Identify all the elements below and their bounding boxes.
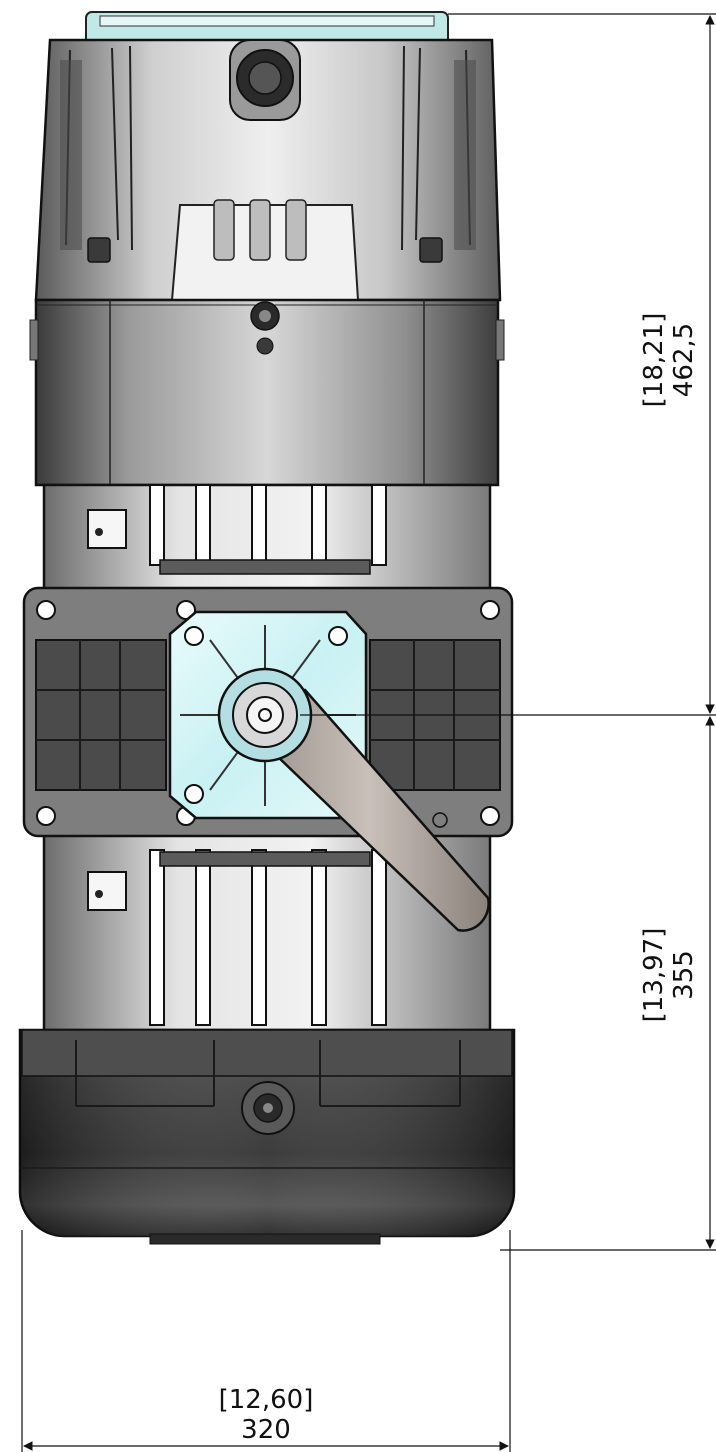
- top-boss-icon: [229, 39, 301, 121]
- width-inch-label: [12,60]: [219, 1385, 314, 1415]
- top-housing: [34, 11, 502, 302]
- bottom-height-inch-label: [13,97]: [639, 928, 669, 1023]
- central-hub-icon: [217, 667, 313, 763]
- bracket-tab-icon: [87, 509, 127, 911]
- middle-screw-icon: [250, 301, 280, 355]
- top-height-mm-label: 462,5: [669, 323, 699, 397]
- width-mm-label: 320: [241, 1415, 291, 1445]
- top-height-inch-label: [18,21]: [639, 313, 669, 408]
- dimension-lines: [21, 13, 716, 1452]
- bottom-height-mm-label: 355: [669, 950, 699, 1000]
- pump-arm: [248, 688, 490, 932]
- middle-band: [29, 298, 505, 487]
- bottom-screw-icon: [241, 1081, 295, 1135]
- bottom-cover: [18, 1028, 516, 1245]
- housing-bolt-icon: [87, 237, 443, 263]
- gear-body: [22, 483, 514, 1032]
